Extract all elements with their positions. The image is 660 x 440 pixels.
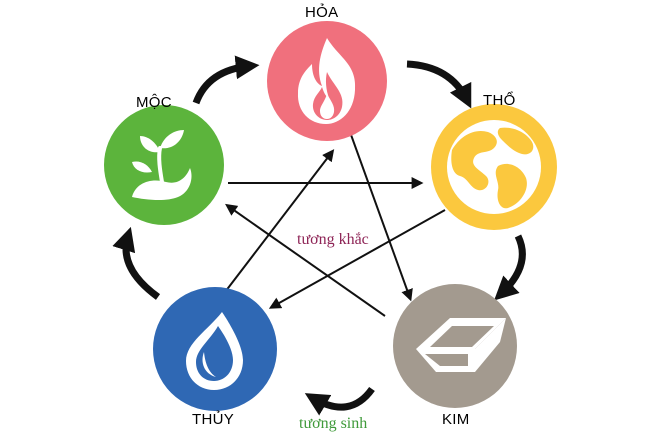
sprout-icon	[132, 130, 192, 201]
cycle-arrow-water-to-wood	[112, 226, 161, 300]
earth-element	[431, 104, 557, 230]
water-element	[153, 287, 277, 411]
globe-icon	[447, 120, 541, 214]
fire-element	[267, 21, 387, 141]
cycle-arrow-wood-to-fire	[192, 55, 260, 105]
earth-label: THỔ	[483, 92, 516, 109]
wood-circle	[104, 105, 224, 225]
generating-label: tương sinh	[299, 415, 368, 432]
generating-cycle	[112, 55, 526, 416]
fire-label: HỎA	[305, 4, 339, 21]
cycle-arrow-metal-to-water	[304, 386, 375, 416]
wood-label: MỘC	[136, 94, 172, 111]
overcoming-star	[221, 131, 446, 317]
water-drop-icon	[186, 312, 243, 390]
metal-element	[393, 284, 517, 408]
flame-icon	[297, 38, 356, 124]
star-arrow-fire-to-metal	[349, 131, 413, 302]
cycle-arrow-earth-to-metal	[494, 234, 526, 301]
wood-element	[104, 105, 224, 225]
metal-bar-icon	[416, 318, 506, 372]
water-label: THỦY	[192, 411, 235, 428]
cycle-arrow-fire-to-earth	[406, 60, 472, 109]
star-arrow-earth-to-water	[268, 209, 446, 309]
star-arrow-water-to-fire	[221, 149, 335, 297]
metal-label: KIM	[442, 411, 470, 428]
overcoming-label: tương khắc	[297, 231, 369, 248]
star-arrow-metal-to-wood	[225, 203, 386, 317]
